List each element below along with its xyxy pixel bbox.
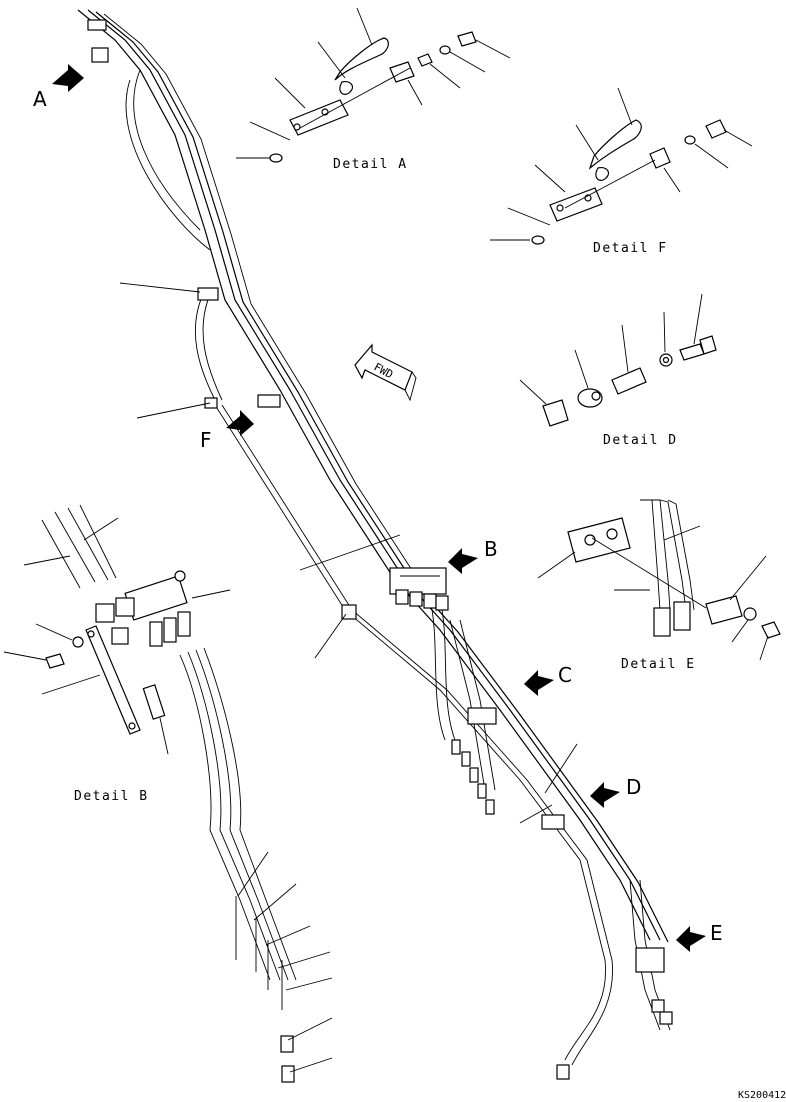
fitting (485, 799, 495, 815)
detail-b-washer-icon (72, 636, 84, 648)
detail-e-fitting-2 (673, 601, 691, 631)
view-label-e: E (710, 921, 723, 945)
detail-f-nut-icon (531, 235, 545, 245)
fitting (451, 739, 461, 755)
fwd-arrow-icon: FWD (354, 343, 417, 402)
clamp-small (204, 397, 218, 409)
view-label-c: C (558, 663, 572, 687)
clamp-f (257, 394, 281, 408)
detail-b-port (111, 627, 129, 645)
detail-d-clip (542, 399, 569, 427)
main-leader-lines (119, 282, 578, 824)
clamp-a (91, 47, 109, 63)
valve-cluster-b (389, 567, 449, 611)
fitting (469, 767, 479, 783)
detail-d-view: Detail D (519, 293, 717, 448)
detail-b-view: Detail B (3, 504, 333, 1083)
view-label-b: B (484, 537, 498, 561)
valve-port (409, 591, 423, 607)
detail-f-clip (588, 119, 642, 170)
fitting (477, 783, 487, 799)
detail-b-bolt-icon (45, 653, 65, 669)
detail-e-washer-icon (743, 607, 757, 621)
detail-a-title: Detail A (333, 157, 408, 172)
detail-f-bolt-icon (705, 119, 727, 139)
drawing-code: KS200412 (738, 1090, 786, 1101)
detail-b-port (163, 617, 177, 643)
detail-e-fitting-1 (653, 607, 671, 637)
detail-d-title: Detail D (603, 433, 678, 448)
detail-d-bracket (611, 367, 647, 395)
detail-a-nut-icon (269, 153, 283, 163)
fitting (461, 751, 471, 767)
end-fitting (556, 1064, 570, 1080)
detail-b-clip (142, 684, 166, 720)
detail-f-view: Detail F (490, 87, 753, 256)
detail-b-title: Detail B (74, 789, 149, 804)
detail-a-bolt-icon (457, 31, 477, 47)
detail-a-clip (334, 37, 389, 81)
detail-f-plate (549, 187, 603, 222)
hanging-fittings (451, 739, 495, 815)
arrow-c-icon (524, 670, 554, 696)
view-label-a: A (33, 87, 47, 111)
detail-e-view: Detail E (537, 499, 781, 672)
clamp-mid (341, 604, 357, 620)
fitting-e1 (651, 999, 665, 1013)
arrow-e-icon (676, 926, 706, 952)
detail-b-fitting-2 (281, 1065, 295, 1083)
arrow-f-icon (226, 410, 254, 436)
valve-port (395, 589, 409, 605)
detail-f-title: Detail F (593, 241, 668, 256)
detail-e-bolt-icon (761, 621, 781, 639)
view-label-f: F (200, 428, 212, 452)
clamp-d (541, 814, 565, 830)
arrow-a-icon (52, 64, 84, 92)
bundle-clamps (87, 19, 673, 1080)
view-label-d: D (626, 775, 641, 799)
detail-d-bolt-icon (679, 335, 717, 361)
top-fitting (87, 19, 107, 31)
valve-port (423, 593, 437, 609)
detail-f-bracket (649, 147, 671, 169)
clamp-e (635, 947, 665, 973)
clamp-c (467, 707, 497, 725)
detail-b-port (149, 621, 163, 647)
arrow-d-icon (590, 782, 620, 808)
valve-port (435, 595, 449, 611)
detail-e-title: Detail E (621, 657, 696, 672)
detail-a-view: Detail A (236, 7, 511, 172)
arrow-b-icon (448, 548, 478, 574)
detail-e-clip (705, 595, 743, 625)
detail-b-port (177, 611, 191, 637)
detail-b-port (115, 597, 135, 617)
detail-b-strap (85, 625, 141, 735)
clamp-upper (197, 287, 219, 301)
fitting-e2 (659, 1011, 673, 1025)
callout-arrows (52, 64, 706, 952)
detail-b-fitting-1 (280, 1035, 294, 1053)
main-hose-bundle (77, 9, 671, 1066)
detail-b-port (95, 603, 115, 623)
